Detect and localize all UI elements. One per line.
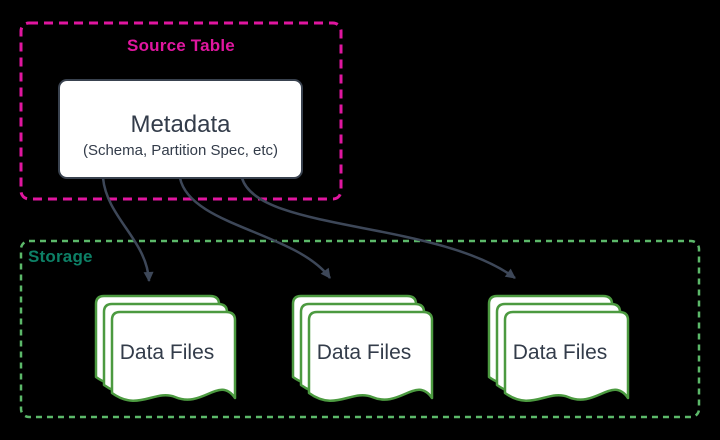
- metadata-to-datafiles-arrow-3: [240, 177, 516, 280]
- source-table-container: [19, 21, 343, 201]
- metadata-node: Metadata (Schema, Partition Spec, etc): [58, 79, 303, 179]
- storage-label: Storage: [28, 247, 93, 266]
- metadata-to-datafiles-arrow-2: [178, 177, 332, 279]
- metadata-node-title: Metadata: [130, 111, 231, 138]
- edges-group: [101, 177, 516, 282]
- storage-container: [19, 239, 701, 419]
- data-files-label-1: Data Files: [119, 341, 215, 364]
- metadata-to-datafiles-arrow-1: [101, 177, 154, 282]
- data-files-label-3: Data Files: [512, 341, 608, 364]
- metadata-node-subtitle: (Schema, Partition Spec, etc): [82, 142, 279, 159]
- source-table-label: Source Table: [127, 36, 235, 55]
- data-files-label-2: Data Files: [316, 341, 412, 364]
